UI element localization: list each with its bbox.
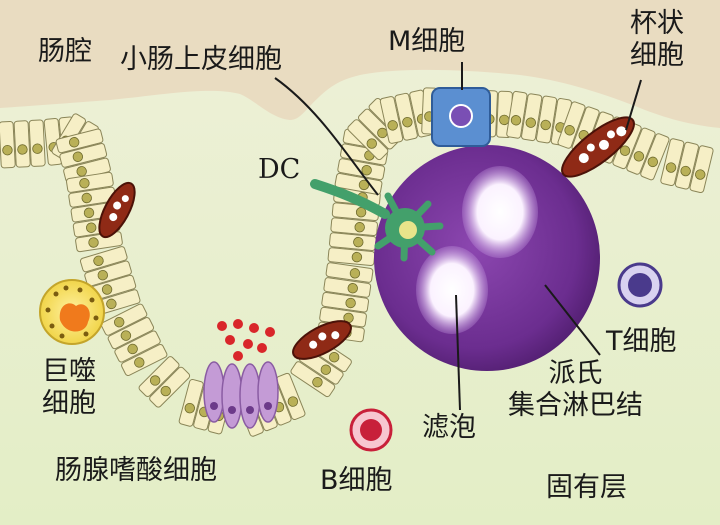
epithelial-cell (79, 246, 128, 273)
antimicrobial-granules (217, 319, 275, 361)
epithelial-cell (138, 356, 180, 398)
epithelial-cell (327, 247, 376, 266)
epithelial-cell (75, 231, 123, 253)
epithelial-cell (325, 262, 374, 283)
epithelial-cell (178, 378, 204, 427)
epithelial-cell (121, 343, 168, 377)
epithelial-cell (0, 120, 16, 169)
paneth-cells (203, 361, 279, 429)
epithelial-cell (660, 138, 685, 187)
epithelial-cell (100, 303, 148, 336)
label-goblet-line2: 细胞 (630, 39, 684, 71)
follicle-2 (416, 246, 488, 334)
epithelial-cell (379, 96, 404, 144)
goblet-cell-right (561, 116, 635, 178)
goblet-cell-crypt (292, 320, 352, 360)
intestinal-lumen (0, 0, 720, 128)
label-macrophage-line1: 巨噬 (42, 356, 96, 387)
leader-lines (274, 62, 642, 411)
dendritic-cell (310, 179, 444, 262)
label-follicle: 滤泡 (422, 412, 476, 443)
label-goblet-cell: 杯状 细胞 (630, 8, 684, 72)
epithelial-cell (114, 330, 161, 363)
follicle-1 (462, 166, 538, 258)
epithelial-cell (521, 93, 543, 142)
label-macrophage-line2: 细胞 (42, 387, 96, 419)
epithelial-cell (535, 95, 558, 144)
epithelial-cell (506, 90, 528, 139)
epithelial-cell (323, 277, 372, 298)
epithelial-cell (55, 128, 104, 154)
label-b-cell: B细胞 (320, 465, 393, 496)
epithelial-cell (674, 141, 699, 190)
label-m-cell: M细胞 (388, 26, 466, 57)
epithelial-cell (334, 172, 383, 195)
epithelial-cell (13, 120, 31, 168)
epithelial-cell (84, 260, 132, 287)
label-lumen: 肠腔 (38, 36, 92, 67)
epithelial-cell (28, 119, 46, 167)
m-cell-nucleus (449, 104, 473, 128)
label-goblet-line1: 杯状 (630, 8, 684, 39)
label-peyers-line2: 集合淋巴结 (508, 389, 643, 421)
label-t-cell: T细胞 (606, 326, 677, 357)
t-cell (617, 262, 663, 308)
epithelial-cell (276, 372, 306, 421)
epithelial-cell (107, 317, 155, 350)
epithelial-cell (65, 171, 114, 193)
epithelial-cell (321, 291, 370, 313)
label-paneth-cell: 肠腺嗜酸细胞 (55, 455, 217, 486)
epithelial-cell (68, 186, 117, 208)
epithelial-cell (689, 145, 714, 194)
macrophage (39, 279, 105, 345)
epithelial-cell (626, 127, 656, 175)
epithelial-cell (149, 366, 191, 408)
epithelial-cell (330, 217, 378, 237)
label-peyers-patch: 派氏 集合淋巴结 (508, 358, 643, 422)
label-dendritic-cell: DC (258, 154, 301, 185)
epithelial-cell (290, 361, 336, 398)
label-macrophage: 巨噬 细胞 (42, 356, 96, 420)
b-cell (349, 408, 393, 452)
label-peyers-line1: 派氏 (548, 358, 603, 389)
epithelial-cell (347, 119, 389, 161)
epithelial-cell (571, 106, 600, 154)
label-lamina-propria: 固有层 (546, 472, 627, 503)
label-epithelial-cell: 小肠上皮细胞 (120, 44, 282, 75)
goblet-cell-left (98, 181, 136, 239)
epithelial-cell (394, 92, 418, 141)
epithelial-cell (329, 232, 377, 251)
epithelial-cell (640, 133, 670, 181)
epithelial-cell (557, 101, 586, 149)
epithelial-cell (59, 143, 108, 168)
epithelial-cell (337, 158, 386, 181)
